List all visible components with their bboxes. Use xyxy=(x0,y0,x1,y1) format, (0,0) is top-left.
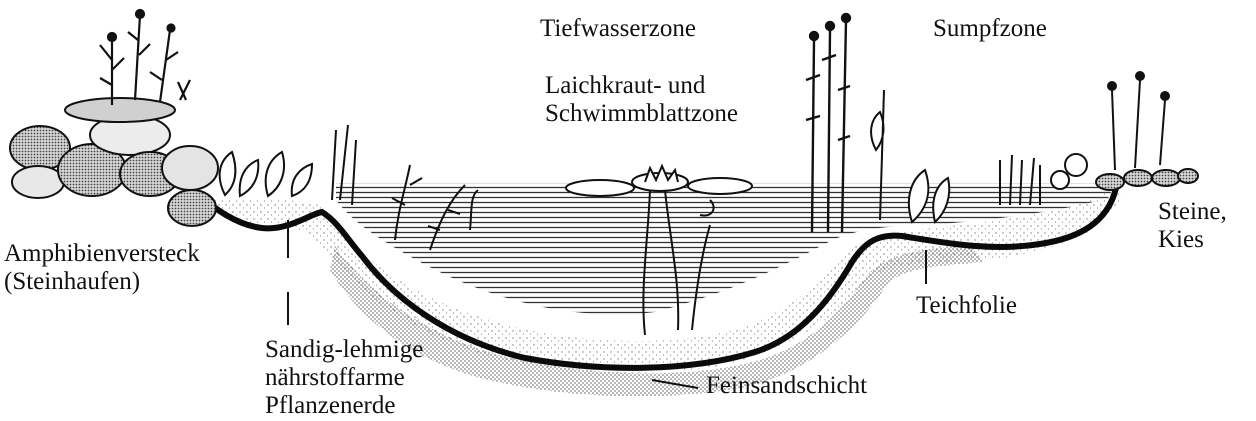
label-pond-liner: Teichfolie xyxy=(916,292,1017,320)
label-amphibian-hideout: Amphibienversteck (Steinhaufen) xyxy=(4,240,200,296)
label-fine-sand: Feinsandschicht xyxy=(706,372,867,400)
left-shore-plants xyxy=(220,125,356,205)
stone-heap xyxy=(10,98,218,226)
label-planting-soil: Sandig-lehmige nährstoffarme Pflanzenerd… xyxy=(265,336,423,420)
shore-stones xyxy=(1096,72,1198,190)
label-swamp-zone: Sumpfzone xyxy=(933,15,1047,43)
rock-garden-plants xyxy=(100,10,190,105)
reeds xyxy=(806,14,850,232)
label-floating-zone: Laichkraut- und Schwimmblattzone xyxy=(545,72,738,128)
label-stones-gravel: Steine, Kies xyxy=(1158,198,1227,254)
label-deep-zone: Tiefwasserzone xyxy=(540,15,696,43)
